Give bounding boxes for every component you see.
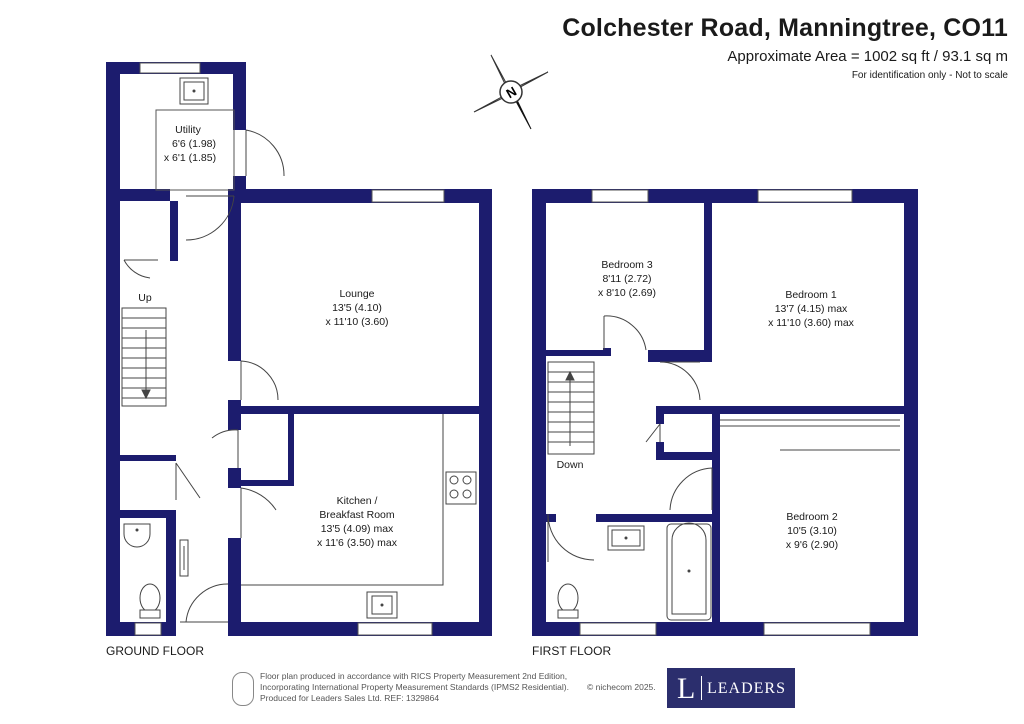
logo-wordmark: LEADERS (707, 680, 786, 697)
bedroom1-name: Bedroom 1 (785, 289, 837, 301)
ground-floor-plan: Utility 6'6 (1.98) x 6'1 (1.85) Lounge 1… (106, 62, 492, 636)
bedroom3-name: Bedroom 3 (601, 259, 653, 271)
footer-line-1: Floor plan produced in accordance with R… (260, 671, 568, 681)
bedroom2-dimension-2: x 9'6 (2.90) (786, 539, 838, 551)
approximate-area: Approximate Area = 1002 sq ft / 93.1 sq … (727, 48, 1008, 65)
kitchen-dimension-1: 13'5 (4.09) max (321, 523, 394, 535)
stairs-down-label: Down (557, 459, 584, 471)
bedroom3-dimension-1: 8'11 (2.72) (602, 273, 651, 285)
first-floor-plan: Bedroom 3 8'11 (2.72) x 8'10 (2.69) Bedr… (532, 189, 918, 636)
radiator-icon (179, 539, 189, 577)
first-floor-toilet-icon (557, 583, 579, 619)
ground-floor-walls (106, 62, 492, 636)
footer-line-2: Incorporating International Property Mea… (260, 682, 569, 692)
logo-letter: L (677, 672, 696, 705)
bathtub-icon (666, 522, 712, 621)
kitchen-dimension-2: x 11'6 (3.50) max (317, 537, 398, 549)
lounge-dimension-2: x 11'10 (3.60) (325, 316, 388, 328)
kitchen-sink-icon (366, 591, 398, 619)
property-title: Colchester Road, Manningtree, CO11 (562, 14, 1008, 42)
first-floor-windows (579, 189, 871, 636)
kitchen-name-2: Breakfast Room (319, 509, 395, 521)
footer-credit: © nichecom 2025. (587, 682, 656, 692)
first-floor-label: FIRST FLOOR (532, 644, 612, 658)
utility-name: Utility (175, 124, 201, 136)
footer-notes: Floor plan produced in accordance with R… (260, 671, 656, 704)
disclaimer-note: For identification only - Not to scale (851, 70, 1008, 81)
bedroom3-dimension-2: x 8'10 (2.69) (598, 287, 656, 299)
hob-icon (445, 471, 477, 505)
utility-sink-icon (179, 77, 209, 105)
first-floor-doors (547, 315, 900, 562)
kitchen-name: Kitchen / (337, 495, 378, 507)
kitchen-worktop (241, 414, 444, 586)
footer-line-3: Produced for Leaders Sales Ltd. REF: 132… (260, 693, 440, 703)
toilet-icon (139, 583, 161, 619)
ground-floor-windows (134, 62, 445, 636)
compass-rose-icon: N (473, 54, 549, 130)
utility-dimension-2: x 6'1 (1.85) (164, 152, 216, 164)
first-floor-stairs (547, 361, 595, 455)
ground-floor-stairs (121, 307, 167, 407)
lounge-dimension-1: 13'5 (4.10) (332, 302, 382, 314)
utility-dimension-1: 6'6 (1.98) (172, 138, 216, 150)
bedroom2-dimension-1: 10'5 (3.10) (787, 525, 837, 537)
person-pin-icon (232, 672, 254, 706)
stairs-up-label: Up (138, 292, 152, 304)
lounge-name: Lounge (339, 288, 374, 300)
ground-floor-label: GROUND FLOOR (106, 644, 205, 658)
utility-partition (155, 109, 235, 191)
ground-floor-doors (123, 129, 285, 623)
logo-divider (701, 676, 702, 700)
bedroom1-dimension-1: 13'7 (4.15) max (775, 303, 848, 315)
leaders-logo: L LEADERS (667, 668, 795, 708)
bathroom-basin-icon (607, 525, 645, 551)
wc-basin-icon (123, 523, 151, 548)
bedroom2-name: Bedroom 2 (786, 511, 838, 523)
bedroom1-dimension-2: x 11'10 (3.60) max (768, 317, 855, 329)
